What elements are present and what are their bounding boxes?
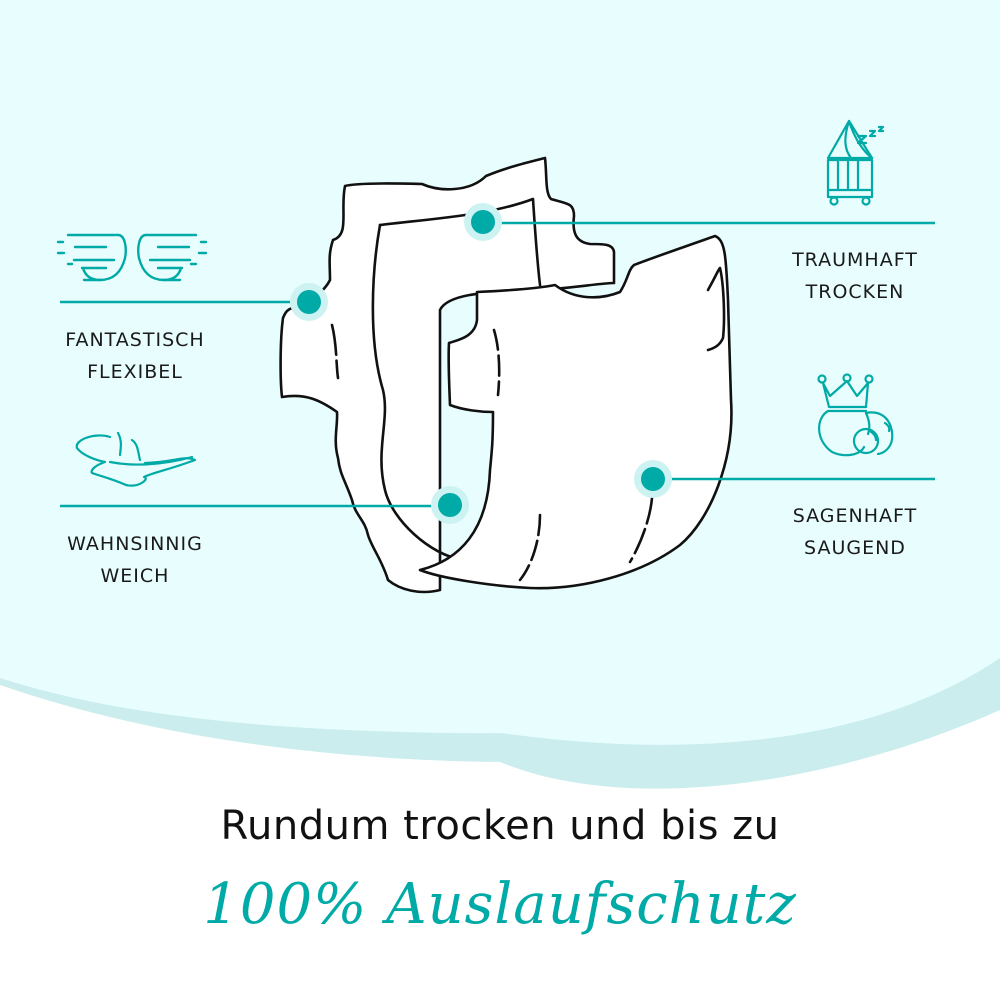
crowned-bottom-icon	[817, 373, 894, 457]
feature-label-flexibel: FANTASTISCH FLEXIBEL	[65, 329, 205, 383]
hotspot-trocken[interactable]	[464, 203, 502, 241]
hotspot-flexibel[interactable]	[290, 283, 328, 321]
feature-label-saugend: SAGENHAFT SAUGEND	[792, 505, 918, 559]
feature-label-trocken: TRAUMHAFT TROCKEN	[792, 249, 918, 303]
feather-icon	[75, 431, 197, 487]
feature-label-weich: WAHNSINNIG WEICH	[67, 533, 203, 587]
front-diaper-outline	[418, 234, 733, 590]
headline: Rundum trocken und bis zu	[220, 803, 780, 849]
hotspot-weich[interactable]	[431, 486, 469, 524]
tagline: 100% Auslaufschutz	[203, 872, 797, 937]
sleeping-crib-icon	[826, 119, 885, 206]
hotspot-saugend[interactable]	[634, 460, 672, 498]
wings-icon	[56, 233, 208, 282]
